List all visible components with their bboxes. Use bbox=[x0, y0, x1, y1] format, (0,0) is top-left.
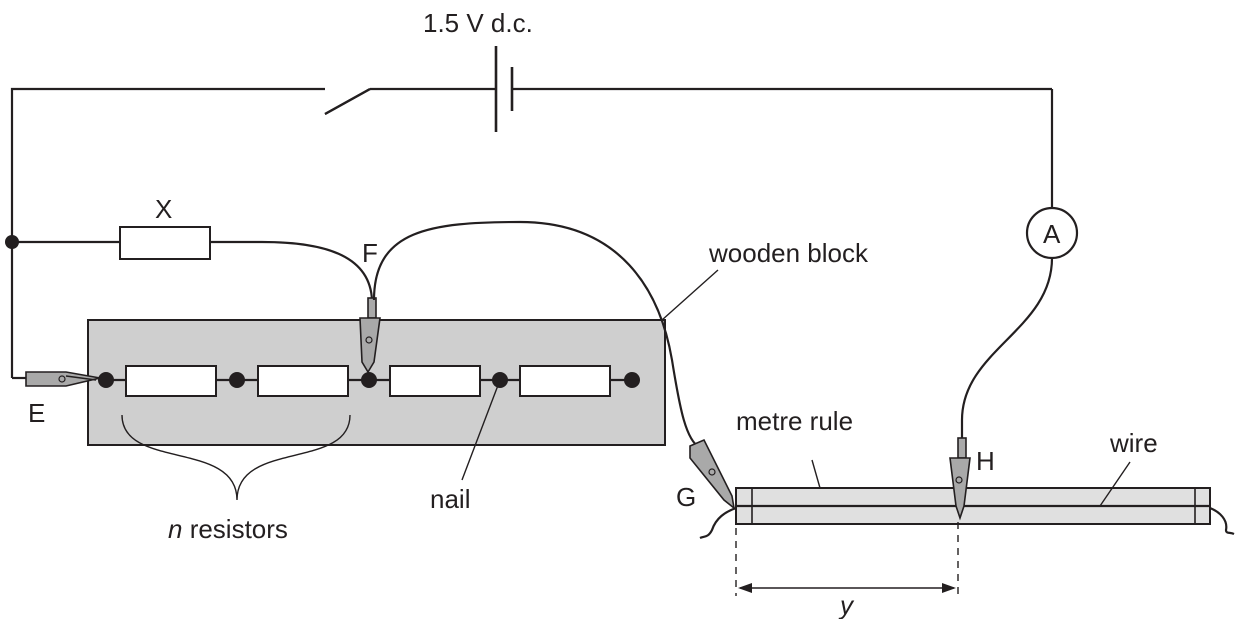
cell-symbol bbox=[494, 46, 514, 132]
metre-rule-pointer bbox=[811, 459, 821, 489]
nail-3 bbox=[361, 372, 377, 388]
n-symbol: n bbox=[168, 514, 182, 544]
wooden-block-pointer bbox=[661, 269, 719, 321]
nail-5 bbox=[624, 372, 640, 388]
wire-tail-left bbox=[699, 506, 737, 540]
clip-f-label: F bbox=[362, 238, 378, 268]
resistor-x bbox=[119, 226, 211, 260]
wire-label: wire bbox=[1109, 428, 1158, 458]
wire-pointer bbox=[1099, 461, 1131, 507]
resistor-2 bbox=[257, 365, 349, 397]
clip-e-label: E bbox=[28, 398, 45, 428]
nail-label: nail bbox=[430, 484, 470, 514]
brace bbox=[121, 414, 351, 501]
crocodile-clip-e bbox=[25, 371, 101, 387]
supply-label: 1.5 V d.c. bbox=[423, 8, 533, 38]
main-circuit-wire bbox=[10, 87, 1054, 380]
resistor-1 bbox=[125, 365, 217, 397]
wire-tail-right bbox=[1209, 506, 1235, 536]
branch-wire-x bbox=[12, 240, 374, 301]
metre-rule-label: metre rule bbox=[736, 406, 853, 436]
resistor-3 bbox=[389, 365, 481, 397]
resistor-x-label: X bbox=[155, 194, 172, 224]
switch bbox=[324, 88, 371, 115]
distance-arrow bbox=[738, 583, 956, 593]
wooden-block-label: wooden block bbox=[708, 238, 869, 268]
nail-1 bbox=[98, 372, 114, 388]
resistors-text: resistors bbox=[182, 514, 287, 544]
ammeter-label: A bbox=[1043, 219, 1061, 249]
clip-g-label: G bbox=[676, 482, 696, 512]
crocodile-clip-h bbox=[949, 437, 971, 521]
lead-f-to-g bbox=[372, 220, 701, 449]
resistor-4 bbox=[519, 365, 611, 397]
clip-h-label: H bbox=[976, 446, 995, 476]
n-resistors-label: n resistors bbox=[168, 514, 288, 544]
crocodile-clip-f bbox=[359, 297, 381, 374]
nail-pointer bbox=[461, 379, 501, 481]
crocodile-clip-g bbox=[689, 438, 736, 510]
nail-2 bbox=[229, 372, 245, 388]
distance-y-label: y bbox=[838, 590, 855, 619]
lead-ammeter-to-h bbox=[960, 257, 1054, 438]
junction-node bbox=[5, 235, 19, 249]
